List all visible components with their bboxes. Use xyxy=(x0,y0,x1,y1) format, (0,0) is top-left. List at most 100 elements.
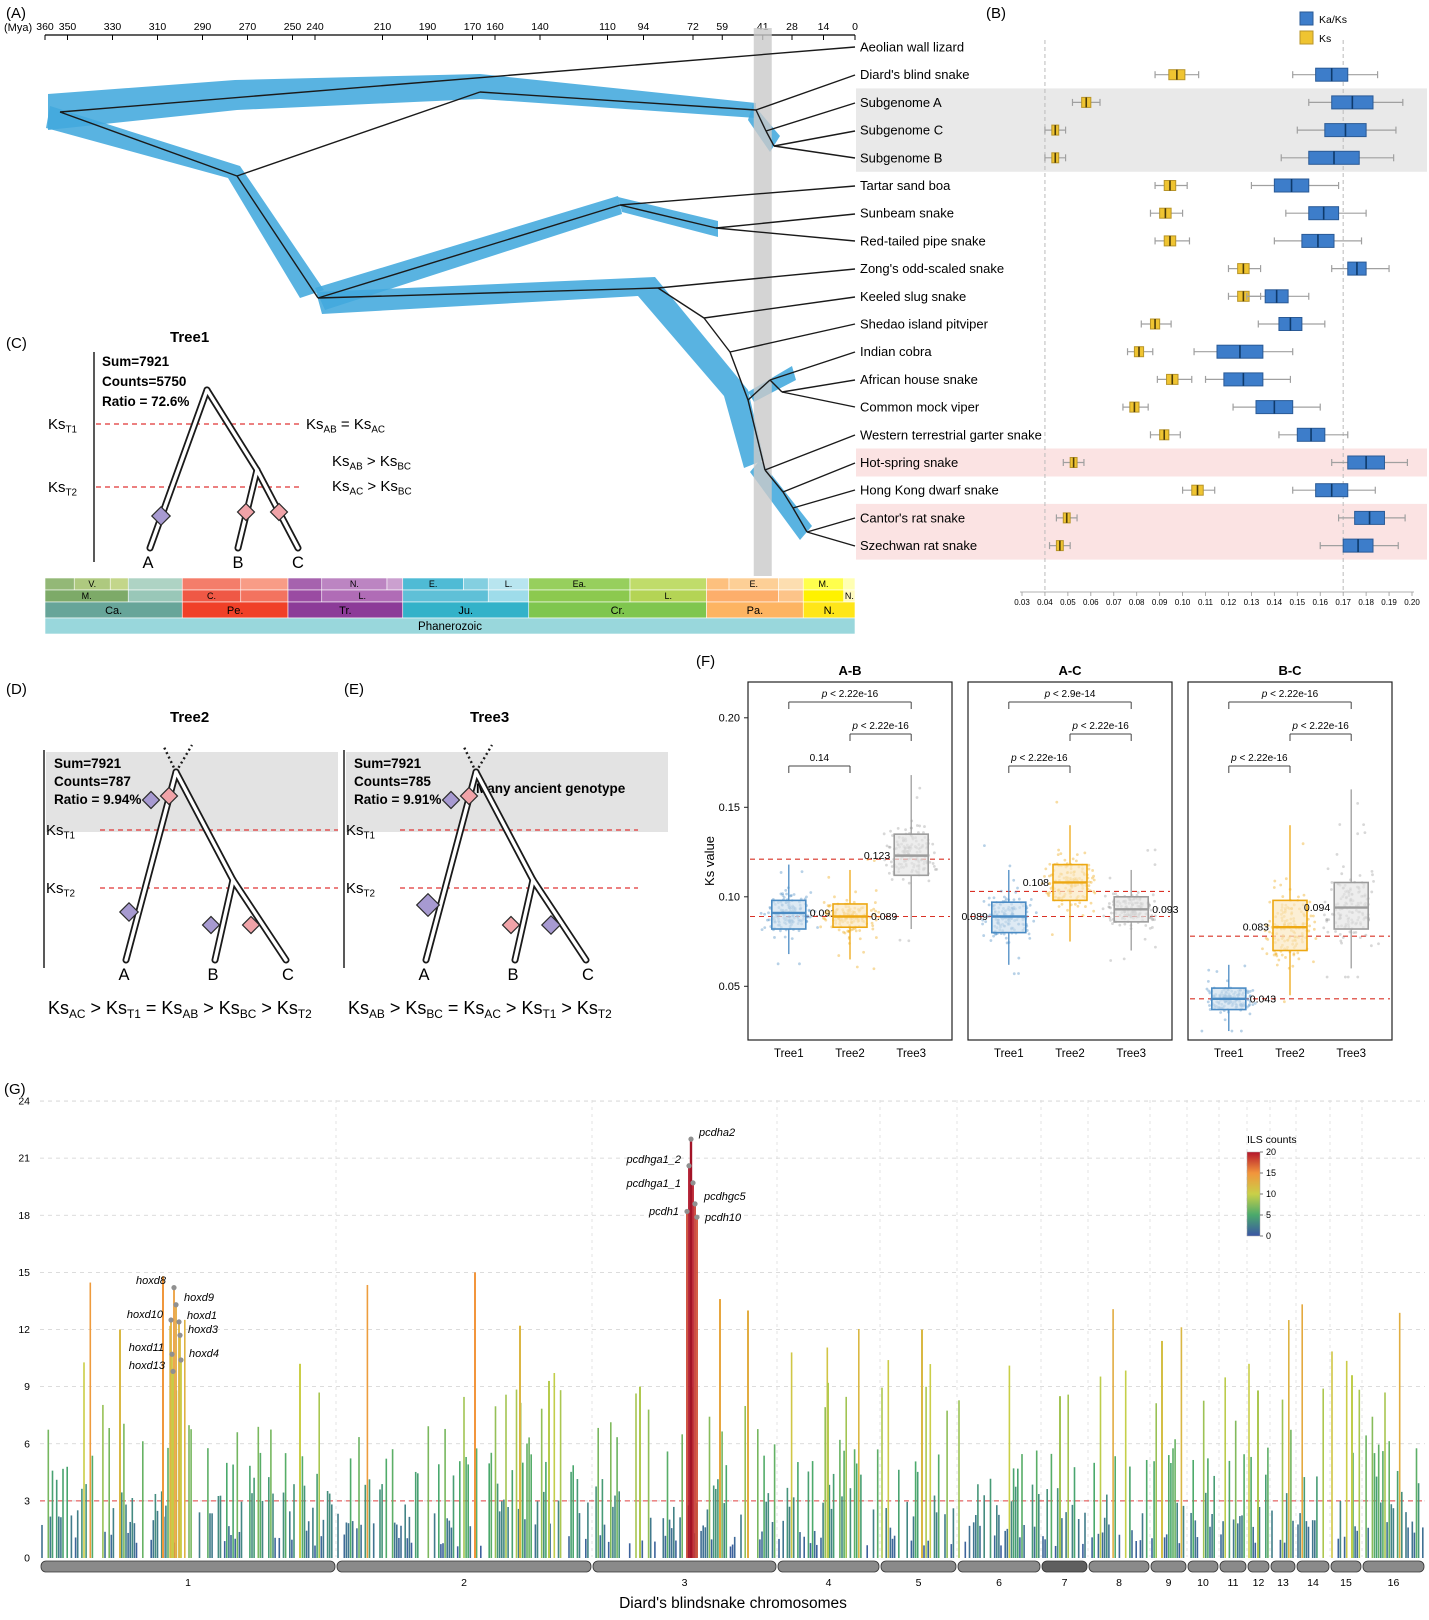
gene-peak-dot xyxy=(171,1285,177,1291)
timescale-cell xyxy=(487,589,530,603)
box-tint xyxy=(1273,900,1307,951)
ils-bar xyxy=(270,1429,272,1558)
panel-b-axis-tick-label: 0.16 xyxy=(1312,598,1328,607)
scatter-point xyxy=(828,904,832,907)
ils-bar xyxy=(1232,1519,1235,1558)
panel-b-axis-tick-label: 0.10 xyxy=(1175,598,1191,607)
ils-bar xyxy=(119,1329,121,1558)
ils-bar xyxy=(162,1276,164,1558)
tree-ci-band xyxy=(315,196,622,310)
ils-bar xyxy=(438,1464,440,1558)
scatter-point xyxy=(983,844,986,848)
ils-bar xyxy=(715,1488,717,1558)
ils-bar xyxy=(517,1508,520,1558)
ils-legend-title: ILS counts xyxy=(1247,1134,1297,1146)
legend-label-kaks: Ka/Ks xyxy=(1319,14,1347,26)
ils-bar xyxy=(528,1437,530,1558)
p-value-label: p < 2.22e-16 xyxy=(1230,753,1288,764)
tree-branch xyxy=(59,111,238,177)
panel-f-ytick-label: 0.05 xyxy=(719,981,740,993)
scatter-point xyxy=(988,913,992,917)
scatter-point xyxy=(994,932,997,936)
scatter-point xyxy=(999,889,1003,893)
scatter-point xyxy=(1050,933,1054,937)
median-value-label: 0.108 xyxy=(1023,877,1049,889)
ils-bar xyxy=(809,1543,812,1558)
ils-bar xyxy=(219,1495,222,1558)
ils-bar xyxy=(414,1471,417,1558)
ils-bar xyxy=(998,1514,1000,1558)
timescale-cell xyxy=(386,577,404,591)
scatter-point xyxy=(800,870,804,874)
genotype-diamond xyxy=(540,914,562,936)
ils-bar xyxy=(289,1511,291,1558)
timescale-cell-label: M. xyxy=(819,579,829,589)
scatter-point xyxy=(779,892,783,896)
ils-bar xyxy=(1059,1396,1061,1558)
gene-peak-dot xyxy=(177,1332,183,1338)
ils-legend-tick-label: 0 xyxy=(1266,1231,1271,1241)
ils-bar xyxy=(1163,1537,1166,1558)
ils-bar xyxy=(1305,1521,1308,1558)
ils-bar xyxy=(347,1523,350,1558)
chromosome-label: 10 xyxy=(1197,1577,1209,1589)
tree-branch xyxy=(781,379,856,393)
scatter-point xyxy=(1249,1000,1252,1004)
scatter-point xyxy=(1149,916,1152,920)
ils-bar xyxy=(343,1534,346,1558)
timescale-cell xyxy=(109,577,129,591)
ks-t2-label: KsT2 xyxy=(46,880,75,899)
ils-bar xyxy=(1354,1526,1356,1558)
ils-bar xyxy=(444,1428,446,1558)
chromosome-bar xyxy=(1088,1560,1150,1573)
scatter-point xyxy=(1148,927,1152,930)
ils-bar xyxy=(733,1536,736,1558)
scatter-point xyxy=(766,918,769,922)
ils-bar xyxy=(1165,1534,1168,1558)
scatter-point xyxy=(1230,1029,1234,1033)
species-label: Subgenome A xyxy=(860,95,942,110)
ils-bar xyxy=(1258,1506,1261,1558)
scatter-point xyxy=(1358,936,1362,940)
genotype-diamond xyxy=(415,892,441,918)
ils-bar xyxy=(1283,1542,1286,1558)
ils-bar xyxy=(522,1462,524,1558)
scatter-point xyxy=(1108,905,1111,909)
Tree2-title: Tree2 xyxy=(170,709,209,726)
ils-bar xyxy=(898,1469,900,1558)
scatter-point xyxy=(1049,886,1053,890)
ils-bar xyxy=(257,1426,260,1558)
ils-bar xyxy=(316,1473,318,1558)
ils-bar xyxy=(253,1477,255,1558)
scatter-point xyxy=(1268,930,1271,934)
ils-bar xyxy=(1010,1501,1013,1558)
gene-label: pcdhgc5 xyxy=(703,1191,746,1203)
gene-peak-dot xyxy=(168,1317,174,1323)
panel-f-xtick-label: Tree2 xyxy=(1275,1048,1305,1060)
scatter-point xyxy=(1302,893,1306,897)
ils-bar xyxy=(807,1471,810,1558)
tree-branch xyxy=(806,531,856,547)
ils-bar xyxy=(351,1521,354,1558)
panel-b-axis-tick-label: 0.05 xyxy=(1060,598,1076,607)
scatter-point xyxy=(768,905,772,909)
ils-bar xyxy=(881,1387,883,1558)
ils-bar xyxy=(572,1465,574,1558)
ils-bar xyxy=(710,1539,713,1558)
ils-bar xyxy=(816,1544,818,1558)
ils-bar xyxy=(223,1541,226,1558)
ils-bar xyxy=(284,1453,287,1558)
scatter-point xyxy=(1261,947,1264,951)
ils-bar xyxy=(649,1517,652,1558)
timescale-cell xyxy=(287,577,323,591)
time-axis-tick-label: 28 xyxy=(786,21,798,33)
time-axis-tick-label: 140 xyxy=(531,21,549,33)
panel-f-y-axis-title: Ks value xyxy=(702,836,717,886)
ils-bar xyxy=(393,1522,396,1558)
scatter-point xyxy=(1111,922,1114,925)
gene-peak-dot xyxy=(694,1214,700,1220)
scatter-point xyxy=(1311,914,1315,918)
chromosome-bar xyxy=(957,1560,1041,1573)
ils-bar xyxy=(226,1462,228,1558)
scatter-point xyxy=(982,899,986,903)
